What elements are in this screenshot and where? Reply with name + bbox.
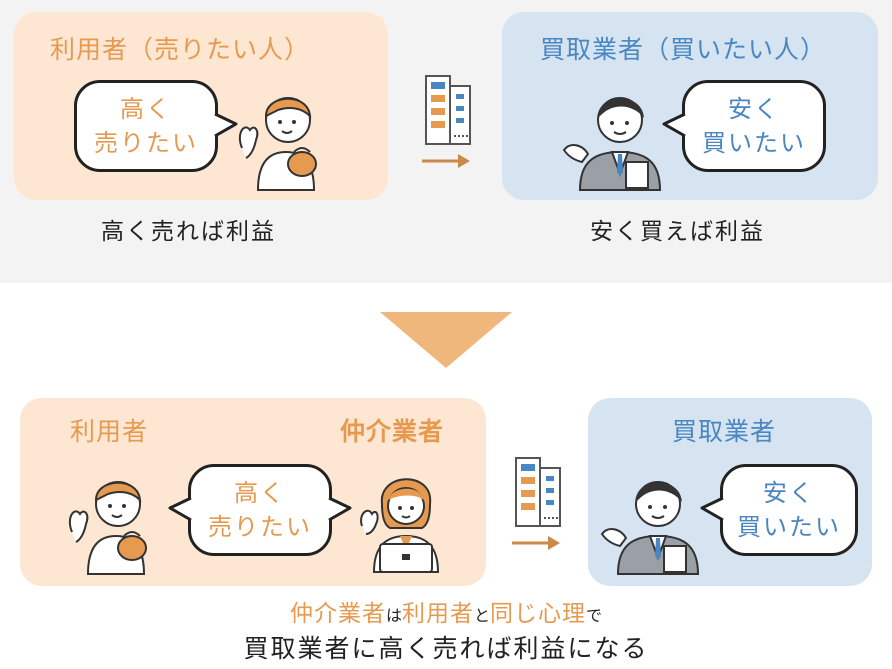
buyer-man-icon bbox=[562, 97, 662, 191]
building-icon bbox=[515, 457, 561, 527]
broker-title: 仲介業者 bbox=[340, 417, 445, 446]
bubble-tail-icon bbox=[700, 496, 724, 522]
buyer-man-icon bbox=[600, 481, 700, 575]
user-seller-icon bbox=[238, 97, 317, 191]
bubble-tail-icon bbox=[328, 496, 352, 522]
buyer-title-bottom: 買取業者 bbox=[672, 417, 777, 446]
user-title-bottom: 利用者 bbox=[70, 417, 149, 446]
broker-bubble: 高く 売りたい bbox=[188, 464, 332, 556]
building-icon bbox=[425, 75, 471, 145]
user-seller-icon bbox=[68, 481, 147, 575]
bubble-tail-icon bbox=[214, 112, 238, 138]
arrow-right-icon bbox=[512, 536, 560, 550]
user-title-top: 利用者（売りたい人） bbox=[50, 35, 311, 64]
buyer-bubble-bottom: 安く 買いたい bbox=[720, 464, 858, 556]
broker-woman-icon bbox=[360, 478, 440, 573]
conclusion-line-2: 買取業者に高く売れば利益になる bbox=[243, 634, 649, 663]
down-arrow-icon bbox=[380, 312, 512, 368]
buyer-title-top: 買取業者（買いたい人） bbox=[540, 35, 827, 64]
conclusion-line-1: 仲介業者は利用者と同じ心理で bbox=[289, 601, 603, 627]
buyer-bubble-top: 安く 買いたい bbox=[682, 80, 826, 172]
user-bubble-top: 高く 売りたい bbox=[74, 80, 218, 172]
user-caption: 高く売れば利益 bbox=[101, 219, 276, 245]
arrow-right-icon bbox=[422, 154, 470, 168]
buyer-caption: 安く買えば利益 bbox=[590, 219, 765, 245]
bubble-tail-icon bbox=[662, 112, 686, 138]
bubble-tail-icon bbox=[168, 496, 192, 522]
